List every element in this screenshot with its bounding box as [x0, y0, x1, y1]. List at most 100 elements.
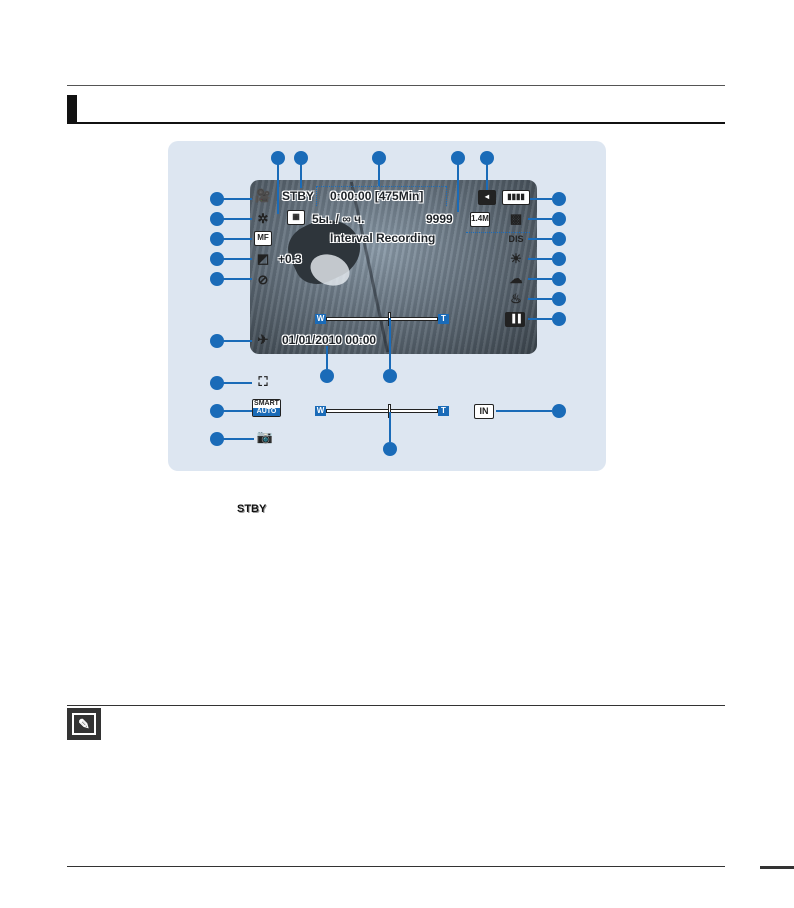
zoom-track-2	[326, 409, 438, 413]
callout-line-1	[277, 164, 279, 214]
storage-icon: ◂	[478, 190, 496, 205]
callout-dot-right-6	[552, 292, 566, 306]
callout-bracket-right	[446, 186, 447, 206]
callout-line-right-5	[528, 278, 552, 280]
exposure-value: +0.3	[278, 252, 302, 266]
zoom-tele-label: T	[438, 314, 449, 324]
smart-label: SMART	[254, 400, 279, 407]
callout-bracket-left	[316, 186, 317, 206]
callout-line-right-7	[528, 318, 552, 320]
lcd-zoom-bar: W T	[315, 312, 449, 326]
callout-dot-1	[271, 151, 285, 165]
callout-line-left-9	[223, 438, 254, 440]
callout-line-right-3	[528, 238, 552, 240]
note-rule	[67, 705, 725, 706]
callout-line-5	[486, 164, 488, 190]
callout-dot-left-5	[210, 272, 224, 286]
mic-level-icon: ♨	[510, 291, 522, 306]
callout-line-left-1	[223, 198, 252, 200]
photo-size-icon: 1.4M	[470, 212, 490, 227]
callout-line-left-3	[223, 238, 252, 240]
callout-dot-left-1	[210, 192, 224, 206]
photo-count: 9999	[426, 212, 453, 226]
page-marker	[760, 866, 794, 869]
zoom-tele-label-2: T	[438, 406, 449, 416]
note-icon: ✎	[67, 708, 101, 740]
callout-dot-right-4	[552, 252, 566, 266]
callout-line-3	[378, 164, 380, 186]
callout-dot-right-1	[552, 192, 566, 206]
section-heading-rule	[67, 122, 725, 124]
video-quality-icon: ▩	[509, 211, 523, 226]
callout-dot-4	[451, 151, 465, 165]
callout-line-bottom-1	[326, 346, 328, 369]
zoom-wide-label-2: W	[315, 406, 326, 416]
pencil-icon: ✎	[72, 713, 96, 735]
callout-line-left-6	[223, 340, 252, 342]
callout-bracket-right-group	[466, 232, 530, 233]
callout-line-left-2	[223, 218, 252, 220]
battery-icon: ▮▮▮▮	[502, 190, 530, 205]
footer-rule	[67, 866, 725, 867]
interval-time: 5ы. / ∞ ч.	[312, 212, 365, 226]
auto-label: AUTO	[253, 408, 280, 416]
callout-dot-right-8	[552, 404, 566, 418]
callout-dot-left-9	[210, 432, 224, 446]
callout-line-left-8	[223, 410, 252, 412]
zoom-wide-label: W	[315, 314, 326, 324]
callout-dot-bottom-2	[383, 369, 397, 383]
lcd-screen	[250, 180, 537, 354]
callout-dot-right-2	[552, 212, 566, 226]
callout-line-right-4	[528, 258, 552, 260]
movie-mode-icon: 🎥	[254, 188, 272, 203]
wind-cut-icon: ☁	[509, 271, 523, 286]
callout-line-bottom-3	[389, 412, 391, 442]
smart-auto-icon: SMART AUTO	[252, 399, 281, 417]
callout-dot-left-4	[210, 252, 224, 266]
callout-bracket-top	[316, 186, 446, 187]
time-zone-icon: ✈	[257, 332, 269, 347]
manual-focus-icon: MF	[254, 231, 272, 246]
signal-icon: ▐▐	[505, 312, 525, 327]
scene-mode-icon: ✲	[257, 211, 269, 226]
interval-record-icon: ▦	[287, 210, 305, 225]
image-stabilizer-icon: DIS	[508, 234, 524, 244]
callout-dot-bottom-3	[383, 442, 397, 456]
callout-dot-3	[372, 151, 386, 165]
callout-dot-2	[294, 151, 308, 165]
callout-line-right-6	[528, 298, 552, 300]
callout-line-2	[300, 164, 302, 188]
callout-dot-left-3	[210, 232, 224, 246]
digital-zoom-bar: W T	[315, 404, 449, 418]
date-time: 01/01/2010 00:00	[282, 333, 377, 347]
callout-dot-right-5	[552, 272, 566, 286]
zoom-track	[326, 317, 438, 321]
callout-dot-5	[480, 151, 494, 165]
callout-line-left-5	[223, 278, 252, 280]
callout-dot-left-7	[210, 376, 224, 390]
callout-line-right-8	[496, 410, 552, 412]
callout-dot-left-8	[210, 404, 224, 418]
callout-dot-right-3	[552, 232, 566, 246]
face-detection-icon: ⊘	[257, 272, 269, 287]
callout-dot-bottom-1	[320, 369, 334, 383]
interval-recording-label: Interval Recording	[330, 231, 436, 245]
callout-dot-left-2	[210, 212, 224, 226]
internal-memory-icon: IN	[474, 404, 494, 419]
camera-icon: 📷	[256, 429, 274, 444]
exposure-icon: ◩	[256, 251, 270, 266]
callout-line-bottom-2	[389, 318, 391, 369]
stby-indicator: STBY	[282, 189, 315, 203]
callout-line-4	[457, 164, 459, 212]
white-balance-icon: ☀	[510, 251, 522, 266]
callout-dot-left-6	[210, 334, 224, 348]
anti-shake-icon: ⛶	[258, 374, 268, 389]
recording-time: 0:00:00 [475Min]	[330, 189, 424, 203]
stby-caption: STBY	[237, 503, 267, 515]
top-rule	[67, 85, 725, 86]
callout-line-left-7	[223, 382, 252, 384]
callout-line-left-4	[223, 258, 252, 260]
callout-line-right-2	[528, 218, 552, 220]
lcd-background	[250, 180, 537, 354]
section-marker	[67, 95, 77, 123]
